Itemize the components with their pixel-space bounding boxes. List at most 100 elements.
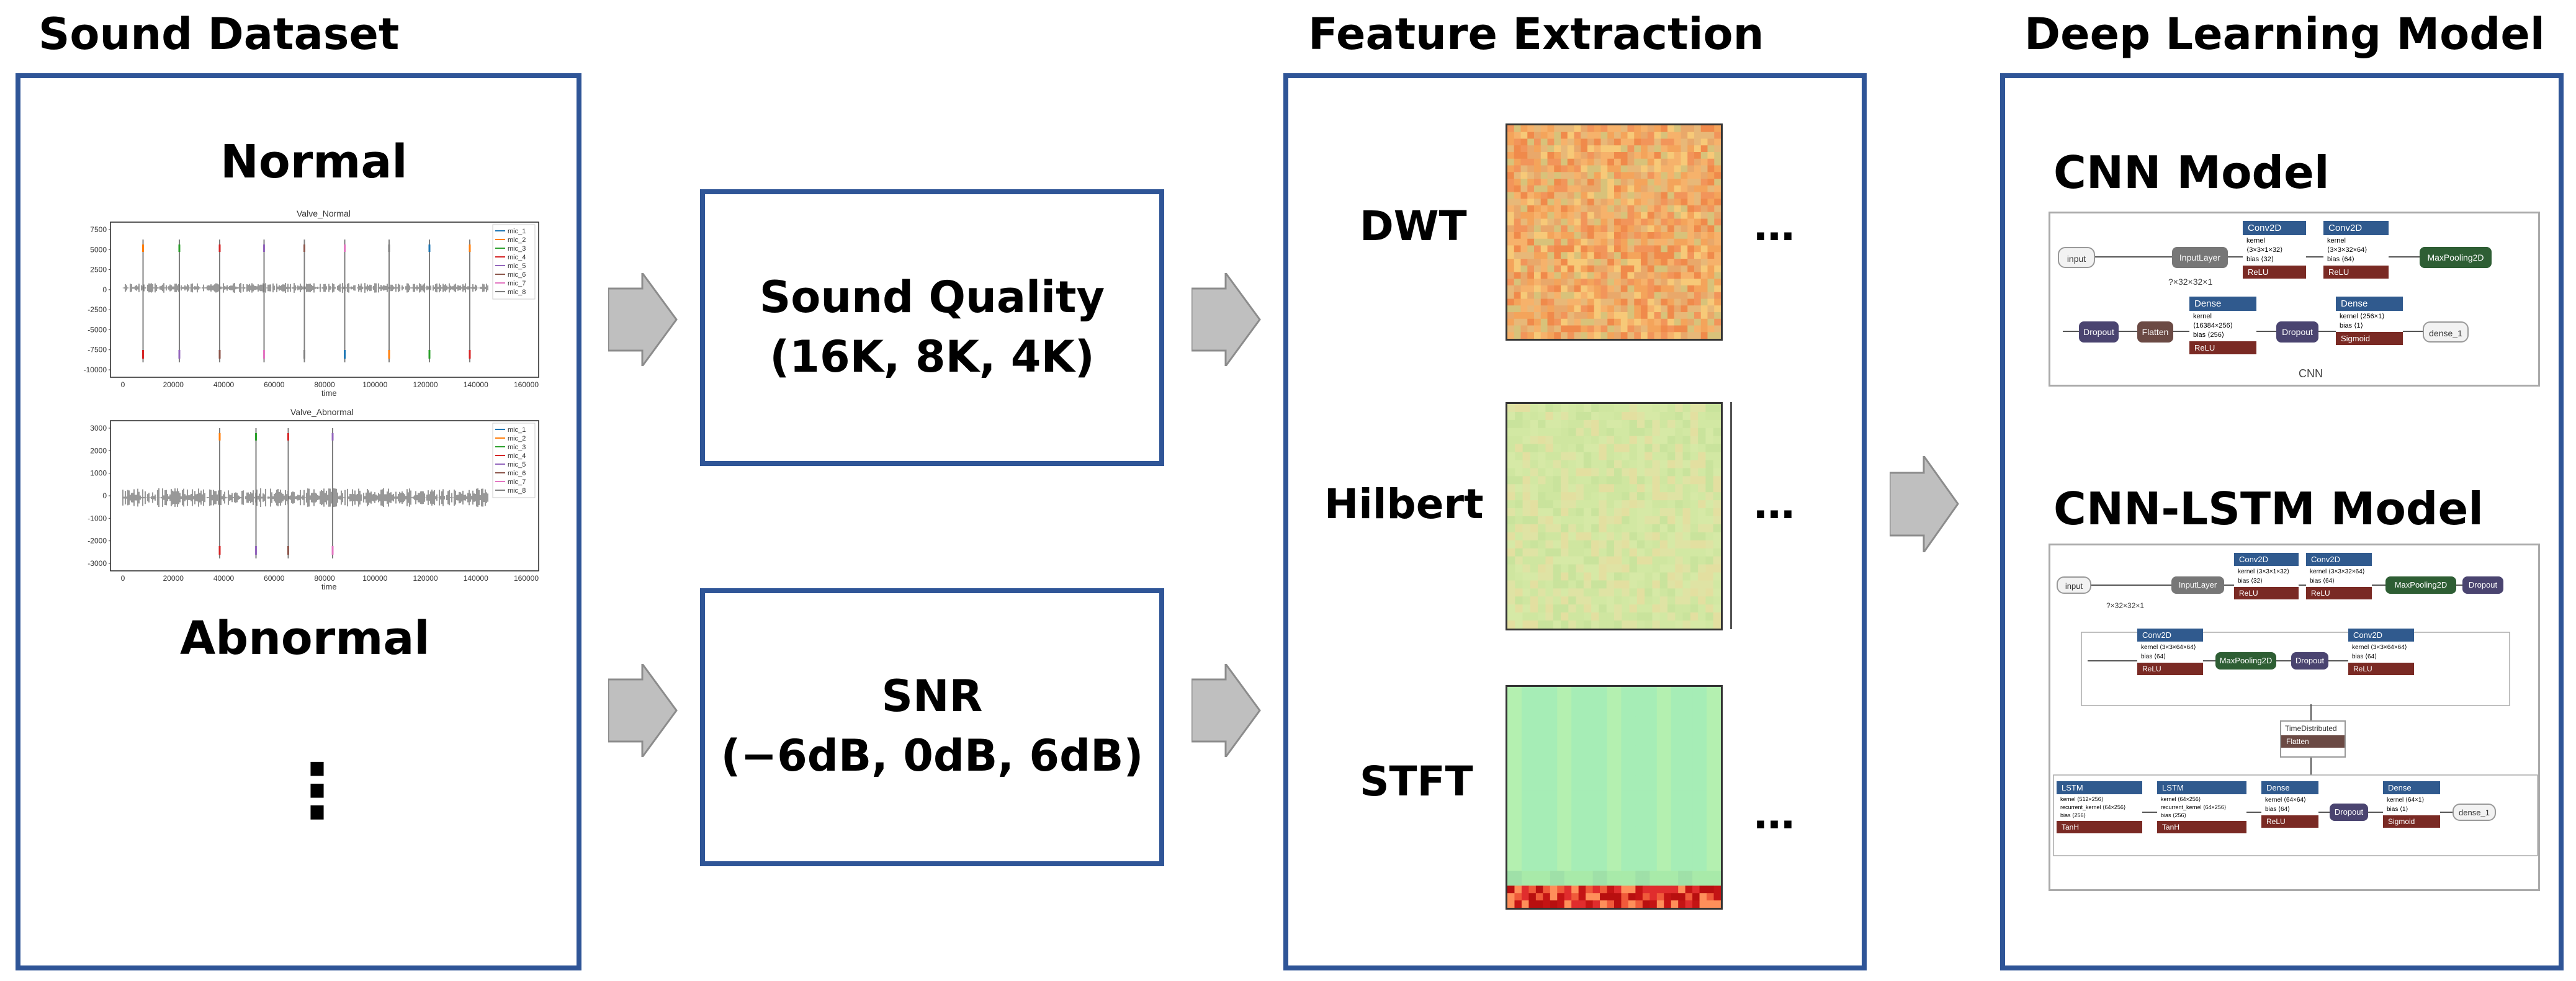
hil-cell xyxy=(1622,428,1630,437)
dwt-cell xyxy=(1667,132,1675,140)
hil-cell xyxy=(1591,460,1600,469)
stft-cell xyxy=(1621,687,1629,695)
stft-cell xyxy=(1521,760,1529,769)
dwt-cell xyxy=(1674,205,1682,213)
dwt-cell xyxy=(1634,292,1641,300)
hil-cell xyxy=(1690,612,1699,621)
dwt-cell xyxy=(1647,265,1655,273)
stft-cell xyxy=(1578,768,1586,776)
stft-cell xyxy=(1649,804,1658,813)
dwt-cell xyxy=(1554,192,1561,199)
dwt-cell xyxy=(1681,318,1688,326)
stft-cell xyxy=(1564,768,1572,776)
stft-cell xyxy=(1621,893,1629,901)
hil-cell xyxy=(1622,548,1630,557)
dwt-cell xyxy=(1554,179,1561,186)
dwt-cell xyxy=(1707,259,1715,266)
stft-cell xyxy=(1656,782,1664,791)
stft-cell xyxy=(1656,760,1664,769)
dwt-cell xyxy=(1681,325,1688,333)
stft-cell xyxy=(1713,863,1721,872)
stft-cell xyxy=(1535,812,1543,820)
dwt-cell xyxy=(1714,212,1721,220)
hil-cell xyxy=(1599,419,1607,429)
dwt-cell xyxy=(1600,318,1608,326)
hil-cell xyxy=(1561,532,1569,541)
dwt-cell xyxy=(1661,318,1668,326)
hil-cell xyxy=(1545,564,1554,573)
stft-cell xyxy=(1699,694,1707,702)
stft-cell xyxy=(1614,804,1622,813)
dwt-cell xyxy=(1507,152,1515,159)
hil-cell xyxy=(1705,556,1714,565)
stft-cell xyxy=(1571,709,1579,717)
dwt-cell xyxy=(1520,238,1528,246)
hil-cell xyxy=(1545,428,1554,437)
dwt-cell xyxy=(1714,145,1721,153)
stft-cell xyxy=(1628,738,1636,746)
stft-cell xyxy=(1557,863,1565,872)
stft-cell xyxy=(1692,826,1700,835)
stft-cell xyxy=(1507,753,1515,761)
stft-cell xyxy=(1713,768,1721,776)
hil-cell xyxy=(1698,612,1707,621)
dwt-cell xyxy=(1700,292,1708,300)
dwt-cell xyxy=(1607,158,1615,166)
stft-cell xyxy=(1607,863,1615,872)
hil-cell xyxy=(1675,411,1684,421)
hil-cell xyxy=(1522,452,1531,461)
stft-cell xyxy=(1514,900,1522,908)
dwt-cell xyxy=(1594,225,1602,233)
stft-cell xyxy=(1507,871,1515,879)
abnormal-legend-label: mic_5 xyxy=(508,461,526,468)
normal-legend-label: mic_8 xyxy=(508,289,526,296)
stft-cell xyxy=(1507,768,1515,776)
stft-cell xyxy=(1514,819,1522,828)
stft-cell xyxy=(1642,768,1650,776)
hil-cell xyxy=(1599,428,1607,437)
hil-cell xyxy=(1522,484,1531,493)
stft-cell xyxy=(1535,709,1543,717)
stft-cell xyxy=(1600,856,1608,864)
hil-cell xyxy=(1690,492,1699,501)
hil-cell xyxy=(1561,500,1569,509)
hil-cell xyxy=(1636,572,1645,581)
dwt-cell xyxy=(1694,145,1702,153)
hil-cell xyxy=(1538,564,1546,573)
stft-cell xyxy=(1692,849,1700,857)
dwt-cell xyxy=(1587,272,1595,279)
stft-cell xyxy=(1607,834,1615,842)
hil-cell xyxy=(1667,548,1676,557)
hil-cell xyxy=(1659,444,1668,453)
stft-cell xyxy=(1507,709,1515,717)
dwt-cell xyxy=(1594,312,1602,320)
hil-cell xyxy=(1583,404,1592,413)
dwt-cell xyxy=(1587,152,1595,159)
stft-cell xyxy=(1592,841,1600,849)
hil-cell xyxy=(1713,572,1721,581)
hil-cell xyxy=(1645,484,1653,493)
stft-heatmap xyxy=(1506,685,1723,910)
hil-cell xyxy=(1636,419,1645,429)
normal-xtick: 140000 xyxy=(464,380,488,389)
stft-cell xyxy=(1586,893,1594,901)
dwt-cell xyxy=(1561,272,1568,279)
stft-cell xyxy=(1607,812,1615,820)
hil-cell xyxy=(1583,476,1592,485)
dwt-cell xyxy=(1594,205,1602,213)
hil-cell xyxy=(1614,436,1622,445)
stft-cell xyxy=(1656,797,1664,805)
hil-cell xyxy=(1682,484,1691,493)
hil-cell xyxy=(1507,452,1515,461)
hil-cell xyxy=(1507,476,1515,485)
stft-cell xyxy=(1699,687,1707,695)
hil-cell xyxy=(1538,532,1546,541)
stft-cell xyxy=(1649,826,1658,835)
hil-cell xyxy=(1636,596,1645,605)
hil-cell xyxy=(1682,620,1691,629)
abnormal-xtick: 20000 xyxy=(163,574,184,583)
hil-cell xyxy=(1690,564,1699,573)
dwt-cell xyxy=(1547,212,1555,220)
dwt-cell xyxy=(1534,218,1542,226)
hil-cell xyxy=(1606,411,1615,421)
